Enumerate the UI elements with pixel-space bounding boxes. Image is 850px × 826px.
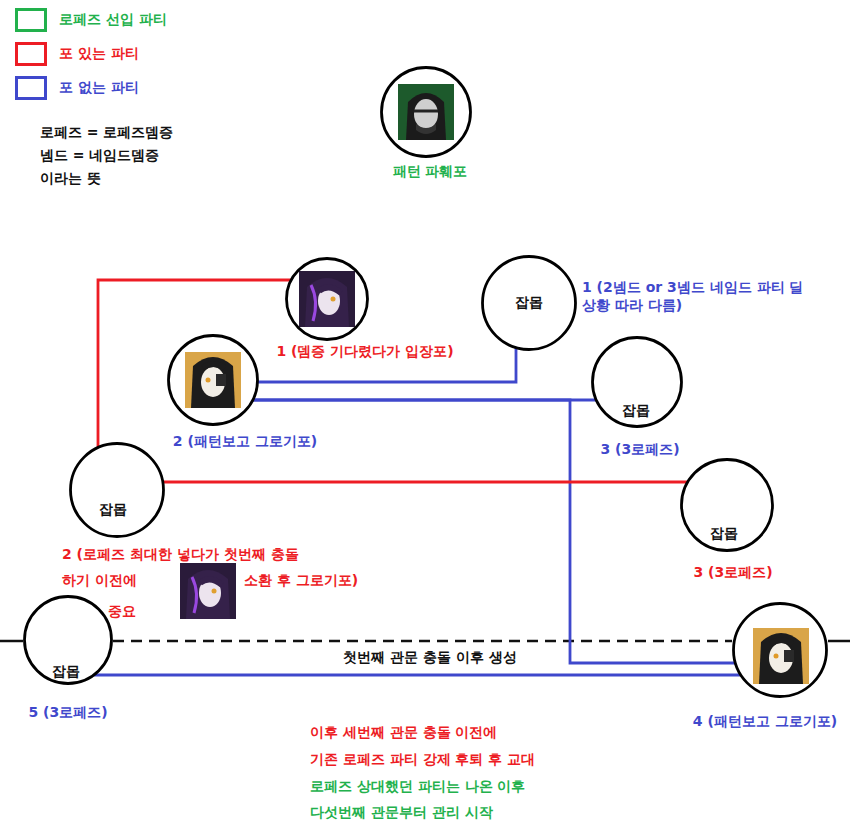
circle-outline [732, 602, 828, 698]
divider-line [113, 640, 732, 643]
circle-outline [167, 334, 259, 426]
circle-outline [593, 338, 682, 427]
legend-row: 포 있는 파티 [15, 42, 139, 66]
node-label: 중요 [108, 602, 136, 620]
note-text: 기존 로페즈 파티 강제 후퇴 후 교대 [310, 750, 535, 768]
node-label: 1 (2넴드 or 3넴드 네임드 파티 딜상황 따라 다름) [582, 278, 814, 314]
divider-line [0, 640, 23, 643]
note-text: 로페즈 = 로페즈뎀증 [40, 123, 173, 141]
note-text: 넴드 = 네임드뎀증 [40, 146, 159, 164]
circle-node: 잡몹2 (로페즈 최대한 넣다가 첫번째 충돌하기 이전에소환 후 그로기포)중… [69, 442, 165, 538]
circle-node: 1 (뎀증 기다렸다가 입장포) [285, 257, 369, 341]
portrait [398, 84, 454, 140]
circle-outline [382, 68, 471, 157]
note-text: 이라는 뜻 [40, 169, 101, 187]
note-text: 로페즈 상대했던 파티는 나온 이후 [310, 777, 526, 795]
node-label: 2 (패턴보고 그로기포) [173, 432, 317, 450]
node-label: 3 (3로페즈) [600, 440, 679, 458]
note-text: 다섯번째 관문부터 관리 시작 [310, 803, 493, 821]
legend-row: 로페즈 선입 파티 [15, 8, 167, 32]
node-label: 1 (뎀증 기다렸다가 입장포) [276, 342, 453, 360]
circle-node: 잡몹1 (2넴드 or 3넴드 네임드 파티 딜상황 따라 다름) [481, 255, 577, 351]
legend-text: 포 없는 파티 [59, 79, 139, 97]
circle-node: 4 (패턴보고 그로기포) [732, 602, 828, 698]
circle-outline [287, 259, 368, 340]
circle-outline [682, 460, 773, 551]
connector [253, 400, 736, 663]
legend-swatch [15, 42, 47, 66]
circle-node: 잡몹5 (3로페즈) [23, 595, 113, 685]
circle-node: 패턴 파훼포 [380, 66, 472, 158]
circle-outline [380, 66, 472, 158]
node-label: 4 (패턴보고 그로기포) [693, 712, 837, 730]
connector [94, 674, 741, 677]
node-label: 잡몹 [52, 662, 80, 680]
portrait [180, 563, 236, 619]
circle-outline [69, 442, 165, 538]
node-label: 잡몹 [622, 401, 650, 419]
legend-swatch [15, 8, 47, 32]
node-label: 소환 후 그로기포) [244, 571, 358, 589]
node-label: 패턴 파훼포 [393, 162, 468, 180]
legend-text: 포 있는 파티 [59, 45, 139, 63]
legend-row: 포 없는 파티 [15, 76, 139, 100]
circle-outline [169, 336, 258, 425]
node-label: 잡몹 [710, 524, 738, 542]
node-label: 잡몹 [99, 500, 127, 518]
connector [98, 280, 291, 448]
node-label: 5 (3로페즈) [28, 703, 107, 721]
node-label: 3 (3로페즈) [693, 563, 772, 581]
legend-swatch [15, 76, 47, 100]
circle-outline [734, 604, 827, 697]
note-text: 첫번째 관문 충돌 이후 생성 [339, 648, 521, 666]
circle-node: 2 (패턴보고 그로기포) [167, 334, 259, 426]
note-text: 이후 세번째 관문 충돌 이전에 [310, 723, 498, 741]
connector [163, 481, 688, 484]
circle-node: 잡몹3 (3로페즈) [680, 458, 774, 552]
portrait [299, 271, 355, 327]
node-label: 잡몹 [515, 293, 543, 311]
circle-outline [71, 444, 164, 537]
circle-outline [285, 257, 369, 341]
circle-node: 잡몹3 (3로페즈) [591, 336, 683, 428]
circle-outline [483, 257, 576, 350]
divider-line [828, 640, 850, 643]
portrait [753, 628, 809, 684]
circle-outline [25, 597, 112, 684]
legend-text: 로페즈 선입 파티 [59, 11, 167, 29]
portrait [185, 352, 241, 408]
